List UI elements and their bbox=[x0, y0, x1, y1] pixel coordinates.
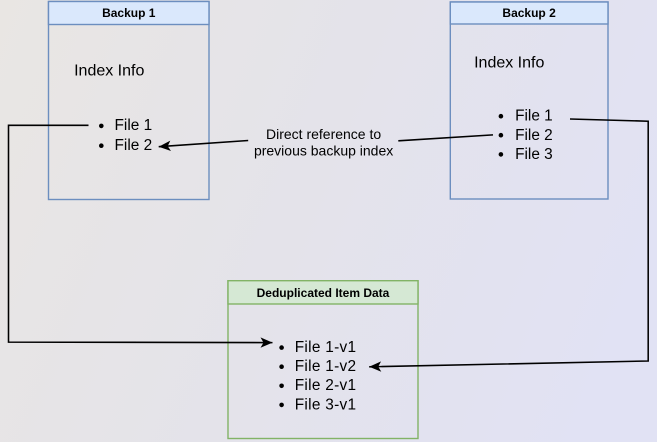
svg-text:File 1-v1: File 1-v1 bbox=[295, 339, 357, 356]
svg-text:File 2-v1: File 2-v1 bbox=[295, 377, 357, 394]
svg-text:Index Info: Index Info bbox=[74, 63, 144, 80]
svg-text:File 1-v2: File 1-v2 bbox=[295, 358, 357, 375]
svg-text:File 2: File 2 bbox=[515, 127, 553, 144]
svg-text:Backup 1: Backup 1 bbox=[102, 6, 156, 20]
svg-text:Backup 2: Backup 2 bbox=[502, 6, 556, 20]
svg-text:Direct reference to: Direct reference to bbox=[266, 126, 381, 142]
svg-text:File 3: File 3 bbox=[515, 146, 553, 163]
svg-text:Deduplicated Item Data: Deduplicated Item Data bbox=[257, 286, 390, 300]
svg-text:File 3-v1: File 3-v1 bbox=[295, 396, 357, 413]
svg-text:File 1: File 1 bbox=[515, 108, 553, 125]
svg-text:previous backup index: previous backup index bbox=[254, 142, 393, 158]
svg-text:Index Info: Index Info bbox=[474, 54, 544, 71]
svg-text:File 1: File 1 bbox=[115, 117, 153, 134]
svg-text:File 2: File 2 bbox=[115, 137, 153, 154]
